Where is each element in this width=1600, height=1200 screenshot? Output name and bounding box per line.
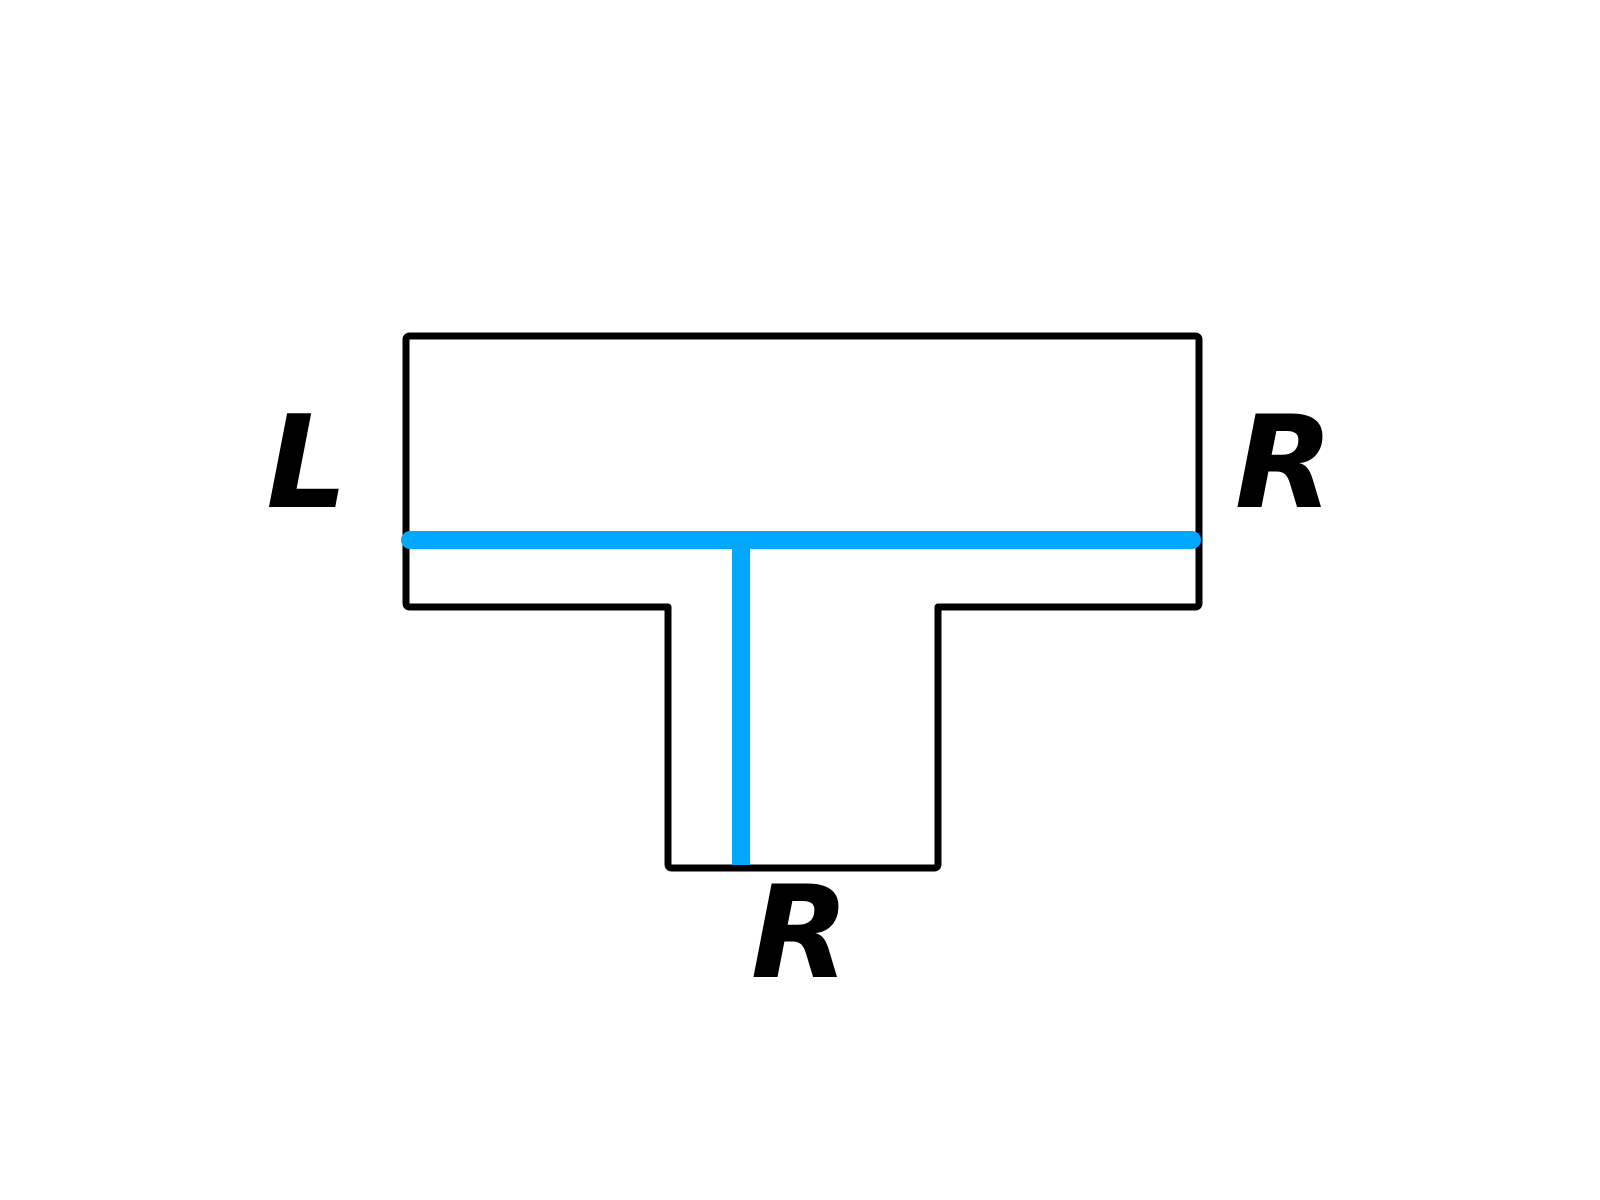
t-shape-outline [402,332,1203,872]
right-port-label: R [1235,389,1334,538]
left-port-label: L [266,389,348,538]
bottom-port-label: R [751,859,850,1008]
